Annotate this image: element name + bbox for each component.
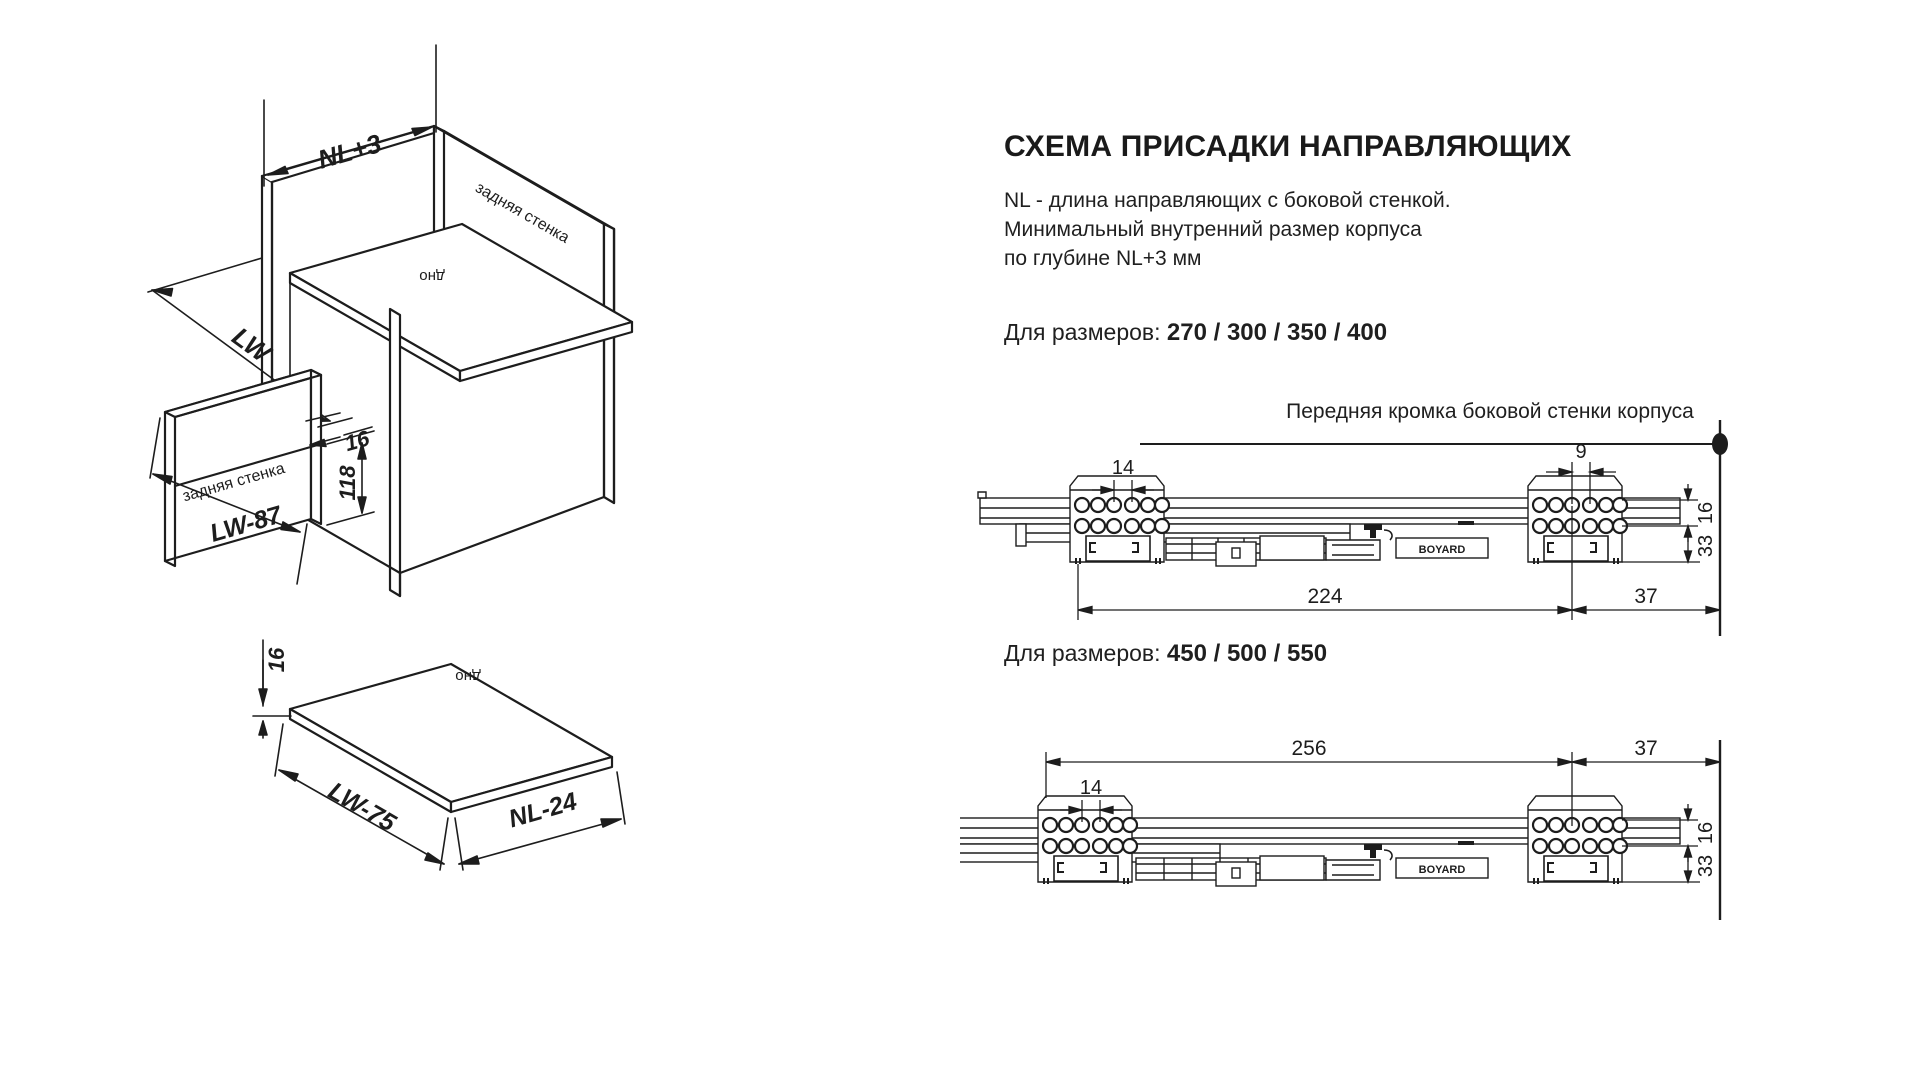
dimension-back-height-118 (326, 430, 375, 526)
dimension-33-1 (1622, 523, 1700, 565)
dimension-bottom-depth-nl24 (454, 771, 626, 871)
dimension-37-2 (1571, 757, 1721, 767)
dim-text-9-1: 9 (1575, 441, 1586, 463)
right-info-panel: СХЕМА ПРИСАДКИ НАПРАВЛЯЮЩИХ NL - длина н… (1000, 130, 1900, 347)
reference-dot (1712, 433, 1728, 455)
mounting-block-right-2 (1527, 795, 1629, 884)
hole-row-top-left-1 (1073, 496, 1171, 514)
section-svg-1: BOYARD (977, 420, 1728, 636)
hole-row-top-right-2 (1531, 816, 1629, 834)
label-bottom-panel-thickness: 16 (264, 647, 289, 672)
section-drawing-2: BOYARD (960, 740, 1924, 960)
sizes-heading-1: Для размеров: 270 / 300 / 350 / 400 (1004, 319, 1900, 347)
dimension-bottom-width-lw75 (274, 723, 449, 871)
dim-text-224-1: 224 (1307, 585, 1342, 608)
mounting-block-left-2 (1037, 795, 1139, 884)
section-drawing-1: BOYARD (960, 420, 1924, 640)
back-wall-panel (163, 368, 323, 568)
dimension-224-1 (1077, 506, 1573, 620)
description-line-1: NL - длина направляющих с боковой стенко… (1004, 189, 1451, 212)
dimension-9-1 (1546, 462, 1616, 504)
dimension-37-1 (1571, 605, 1721, 615)
label-back-panel-thickness: 16 (342, 425, 373, 456)
dimension-back-thickness-16 (305, 412, 373, 448)
dim-text-37-1: 37 (1634, 585, 1657, 608)
sizes-prefix-2: Для размеров: (1004, 640, 1161, 666)
brand-mark-1: BOYARD (1419, 544, 1466, 556)
dim-text-14-1: 14 (1112, 457, 1134, 479)
center-mechanism-1: BOYARD (1165, 521, 1489, 567)
description-line-3: по глубине NL+3 мм (1004, 247, 1202, 270)
sizes-heading-2: Для размеров: 450 / 500 / 550 (1004, 640, 1327, 668)
dim-text-33-1: 33 (1695, 535, 1717, 557)
bottom-panel (288, 662, 614, 814)
label-cabinet-bottom: дно (419, 268, 444, 285)
label-back-panel-height: 118 (335, 465, 360, 501)
hole-row-bottom-left-1 (1073, 517, 1171, 535)
isometric-drawing-area: NL+3 LW задняя стенка дно задняя стенка … (0, 0, 960, 1082)
sizes-prefix-1: Для размеров: (1004, 319, 1161, 345)
page-title: СХЕМА ПРИСАДКИ НАПРАВЛЯЮЩИХ (1004, 130, 1572, 163)
sizes-values-1: 270 / 300 / 350 / 400 (1166, 319, 1388, 346)
hole-row-bottom-right-2 (1531, 837, 1629, 855)
description-block: NL - длина направляющих с боковой стенко… (1004, 186, 1900, 273)
dimension-256-2 (1045, 752, 1573, 826)
sizes-values-2: 450 / 500 / 550 (1166, 640, 1328, 667)
dimension-14-1 (1092, 480, 1154, 502)
dimension-bottom-thickness-16 (252, 639, 292, 739)
mounting-block-right-1 (1527, 475, 1629, 564)
label-nl3: NL+3 (314, 128, 385, 175)
dim-text-16-1: 16 (1695, 502, 1717, 524)
hole-row-bottom-left-2 (1041, 837, 1139, 855)
dim-text-14-2: 14 (1080, 777, 1102, 799)
dim-text-256-2: 256 (1291, 740, 1326, 760)
dim-text-16-2: 16 (1695, 822, 1717, 844)
dim-text-37-2: 37 (1634, 740, 1657, 760)
hole-row-top-right-1 (1531, 496, 1629, 514)
mounting-block-left-1 (1069, 475, 1171, 564)
dimension-back-width-lw87 (149, 417, 308, 585)
hole-row-top-left-2 (1041, 816, 1139, 834)
hole-row-bottom-right-1 (1531, 517, 1629, 535)
center-mechanism-2: BOYARD (1135, 841, 1489, 887)
dim-text-33-2: 33 (1695, 855, 1717, 877)
section-svg-2: BOYARD (960, 740, 1722, 920)
brand-mark-2: BOYARD (1419, 864, 1466, 876)
description-line-2: Минимальный внутренний размер корпуса (1004, 218, 1422, 241)
front-edge-caption: Передняя кромка боковой стенки корпуса (1286, 400, 1694, 423)
dimension-nl3 (263, 44, 437, 187)
label-bottom-panel-name: дно (455, 668, 480, 685)
front-edge-reference-1 (1140, 420, 1728, 636)
cabinet-assembly (260, 124, 634, 598)
label-bottom-panel-width: LW-75 (324, 777, 402, 838)
dimension-33-2 (1622, 843, 1700, 885)
dimension-14-2 (1060, 800, 1122, 822)
isometric-svg: NL+3 LW задняя стенка дно задняя стенка … (147, 44, 634, 871)
